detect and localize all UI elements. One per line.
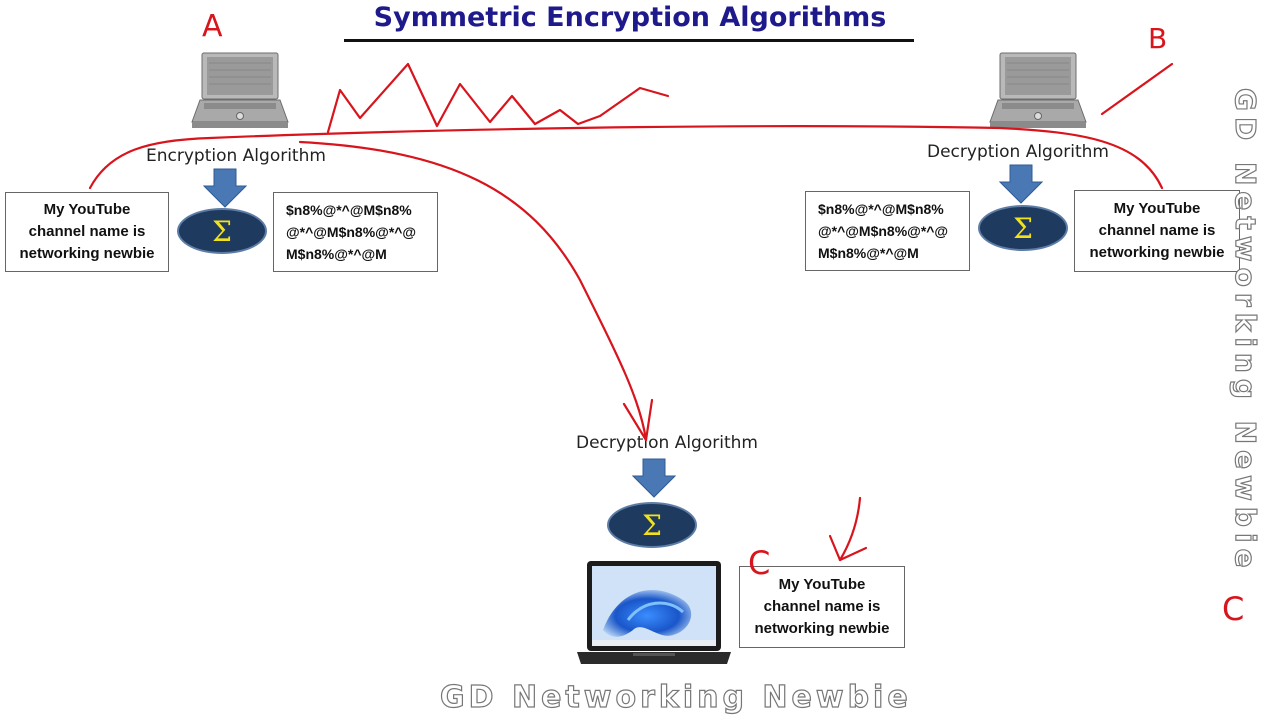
handwritten-mark-b: B — [1148, 22, 1167, 55]
sigma-icon: Σ — [177, 208, 267, 254]
plaintext-line: networking newbie — [754, 620, 890, 637]
plaintext-line: networking newbie — [1089, 244, 1225, 261]
plaintext-line: channel name is — [763, 598, 881, 615]
watermark-bottom: GD Networking Newbie — [439, 679, 912, 715]
decryption-algorithm-label-c: Decryption Algorithm — [576, 433, 758, 453]
sender-plaintext-box: My YouTube channel name is networking ne… — [5, 192, 169, 272]
title-underline — [344, 39, 914, 42]
plaintext-line: My YouTube — [43, 201, 131, 218]
ciphertext-line: $n8%@*^@M$n8% — [818, 201, 944, 217]
ciphertext-line: @*^@M$n8%@*^@ — [286, 224, 417, 240]
down-arrow-icon — [999, 164, 1043, 204]
signal-zigzag — [326, 62, 670, 134]
arrow-to-c-box — [838, 496, 862, 562]
plaintext-line: channel name is — [28, 223, 146, 240]
sigma-glyph: Σ — [642, 508, 662, 542]
receiver-b-ciphertext-box: $n8%@*^@M$n8% @*^@M$n8%@*^@ M$n8%@*^@M — [805, 191, 970, 271]
ciphertext-line: M$n8%@*^@M — [286, 246, 387, 262]
arrowhead-c-top — [622, 398, 654, 442]
encryption-algorithm-label: Encryption Algorithm — [146, 146, 326, 166]
laptop-icon-c — [577, 561, 731, 664]
connection-line-a-b — [88, 125, 1164, 190]
connection-line-a-c — [298, 140, 648, 442]
receiver-b-plaintext-box: My YouTube channel name is networking ne… — [1074, 190, 1240, 272]
sigma-icon: Σ — [607, 502, 697, 548]
arrowhead-c-box — [828, 534, 868, 562]
laptop-icon-b — [989, 52, 1087, 128]
plaintext-line: My YouTube — [1113, 200, 1201, 217]
sigma-glyph: Σ — [212, 214, 232, 248]
handwritten-mark-a: A — [202, 9, 223, 44]
decryption-algorithm-label-b: Decryption Algorithm — [927, 142, 1109, 162]
plaintext-line: channel name is — [1098, 222, 1216, 239]
sigma-icon: Σ — [978, 205, 1068, 251]
ciphertext-line: $n8%@*^@M$n8% — [286, 202, 412, 218]
arrow-to-b — [1100, 62, 1174, 116]
sigma-glyph: Σ — [1013, 211, 1033, 245]
laptop-icon-a — [191, 52, 289, 128]
handwritten-mark-c-right: C — [1222, 590, 1244, 628]
ciphertext-line: @*^@M$n8%@*^@ — [818, 223, 949, 239]
ciphertext-line: M$n8%@*^@M — [818, 245, 919, 261]
watermark-side: GD Networking Newbie — [1228, 87, 1262, 574]
page-title: Symmetric Encryption Algorithms — [373, 2, 887, 33]
plaintext-line: My YouTube — [778, 576, 866, 593]
receiver-c-plaintext-box: My YouTube channel name is networking ne… — [739, 566, 905, 648]
down-arrow-icon — [632, 458, 676, 498]
down-arrow-icon — [203, 168, 247, 208]
sender-ciphertext-box: $n8%@*^@M$n8% @*^@M$n8%@*^@ M$n8%@*^@M — [273, 192, 438, 272]
plaintext-line: networking newbie — [19, 245, 155, 262]
handwritten-mark-c: C — [748, 544, 770, 582]
